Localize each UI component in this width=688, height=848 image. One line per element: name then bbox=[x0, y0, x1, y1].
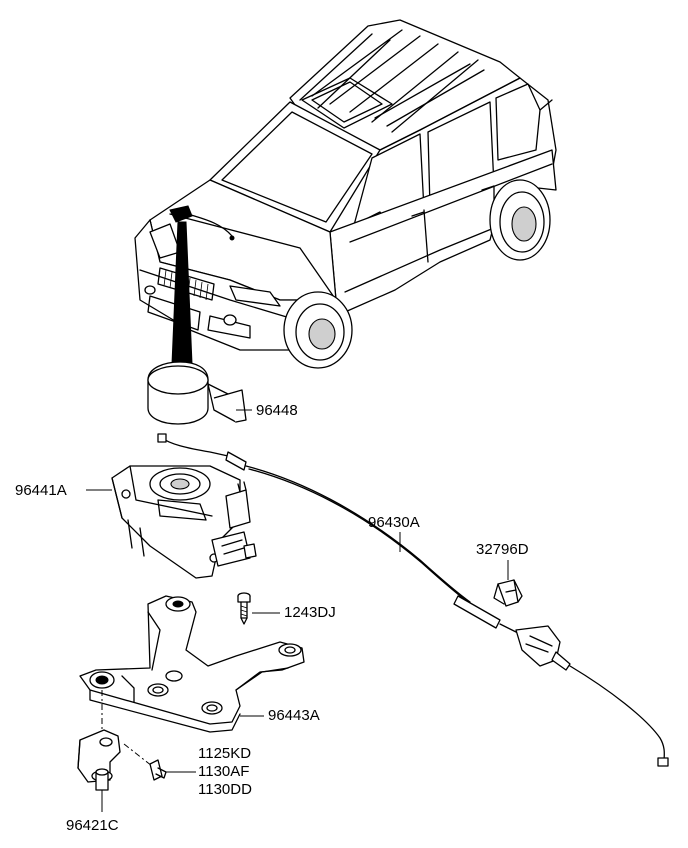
part-label-96430A: 96430A bbox=[368, 514, 420, 531]
part-96448-cover bbox=[147, 361, 247, 425]
part-96421C-bracket bbox=[77, 729, 121, 791]
part-label-96448: 96448 bbox=[256, 402, 298, 419]
part-32796D-clip bbox=[493, 579, 523, 607]
part-label-1130AF: 1130AF bbox=[198, 763, 250, 780]
part-96443A-bracket bbox=[79, 595, 305, 733]
part-label-1130DD: 1130DD bbox=[198, 781, 252, 798]
part-label-1125KD: 1125KD bbox=[198, 745, 252, 762]
part-bolt bbox=[149, 759, 167, 781]
part-96430A-cable bbox=[157, 433, 669, 767]
part-96441A-latch bbox=[111, 465, 257, 579]
vehicle-illustration bbox=[134, 19, 557, 369]
part-label-96441A: 96441A bbox=[15, 482, 67, 499]
part-label-32796D: 32796D bbox=[476, 541, 529, 558]
part-label-96443A: 96443A bbox=[268, 707, 320, 724]
part-label-96421C: 96421C bbox=[66, 817, 119, 834]
part-1243DJ-screw bbox=[237, 592, 251, 625]
assembly-line bbox=[123, 743, 153, 767]
part-label-1243DJ: 1243DJ bbox=[284, 604, 336, 621]
